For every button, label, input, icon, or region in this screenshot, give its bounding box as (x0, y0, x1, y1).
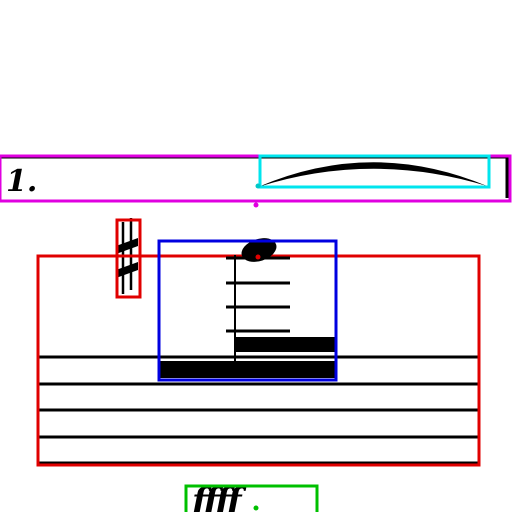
sharp-bounding-box (115, 218, 142, 299)
notehead (241, 238, 277, 262)
anchor-marker (253, 202, 259, 208)
slur-bounding-box (258, 154, 491, 189)
staff-bounding-box (36, 254, 481, 467)
sharp-accidental (115, 218, 142, 299)
volta-bracket: 1. (0, 154, 512, 203)
staff (36, 254, 481, 467)
beam-lower (158, 361, 336, 378)
slur-curve (258, 162, 487, 187)
sharp-bar-top (116, 238, 138, 254)
volta-number-label: 1. (6, 164, 37, 199)
dynamic-marking: ffff (184, 481, 319, 512)
note-anchor-marker (255, 254, 261, 260)
slur-anchor-marker (255, 183, 261, 189)
note-group-bounding-box (157, 239, 338, 382)
dynamic-bounding-box (184, 484, 319, 512)
volta-bounding-box (0, 154, 512, 203)
sharp-bar-bottom (116, 262, 138, 278)
beam-upper (236, 337, 335, 352)
dynamic-anchor-marker (253, 505, 259, 511)
note-group (157, 238, 338, 382)
slur (258, 154, 491, 189)
